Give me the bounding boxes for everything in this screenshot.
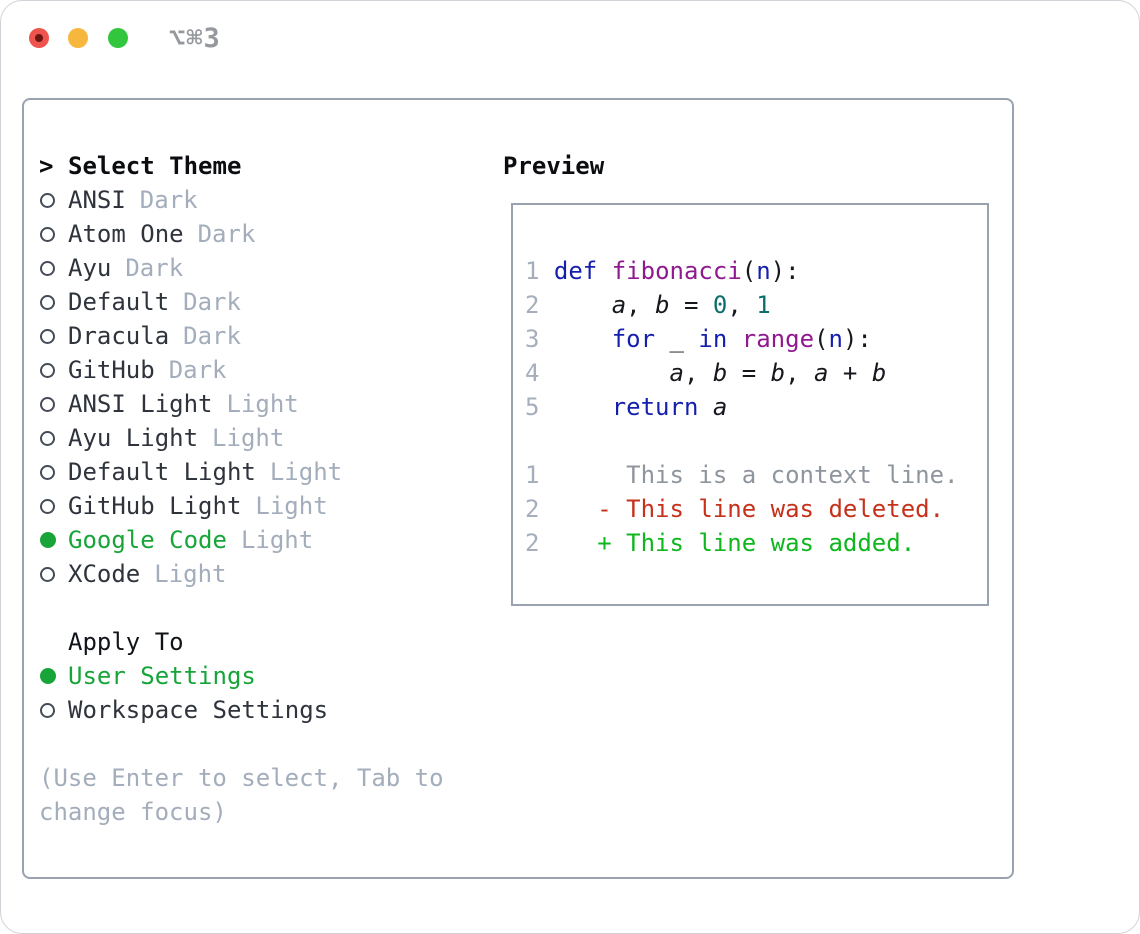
option-label: Ayu Light: [68, 424, 199, 452]
radio-icon: [39, 421, 68, 455]
radio-icon: [39, 217, 68, 251]
option-label: Atom One: [68, 220, 184, 248]
code-line: 5 return a: [525, 393, 728, 421]
option-variant-label: Dark: [125, 254, 184, 282]
apply-to-title: Apply To: [68, 628, 184, 656]
option-variant-label: Dark: [197, 220, 256, 248]
option-label: ANSI: [68, 186, 126, 214]
diff-line-added: 2 + This line was added.: [525, 529, 916, 557]
theme-option-ansi-light[interactable]: ANSI Light Light: [39, 387, 489, 421]
zoom-button[interactable]: [108, 28, 128, 48]
option-label: User Settings: [68, 662, 256, 690]
preview-title: Preview: [503, 152, 605, 180]
theme-option-atom-one[interactable]: Atom One Dark: [39, 217, 489, 251]
select-theme-title: Select Theme: [68, 152, 242, 180]
radio-icon: [39, 557, 68, 591]
radio-icon: [39, 319, 68, 353]
option-label: Default Light: [68, 458, 256, 486]
unsaved-dot-icon: [35, 34, 43, 42]
radio-icon: [39, 659, 68, 693]
theme-option-ansi[interactable]: ANSI Dark: [39, 183, 489, 217]
theme-option-default[interactable]: Default Dark: [39, 285, 489, 319]
option-variant-label: Light: [269, 458, 343, 486]
hint-line-2: change focus): [39, 798, 227, 826]
theme-option-github-light[interactable]: GitHub Light Light: [39, 489, 489, 523]
code-line: 1 def fibonacci(n):: [525, 257, 800, 285]
option-variant-label: Light: [226, 390, 299, 418]
theme-option-google-code[interactable]: Google Code Light: [39, 523, 489, 557]
theme-picker: > Select Theme ANSI Dark Atom One Dark A…: [39, 149, 489, 829]
theme-option-ayu-light[interactable]: Ayu Light Light: [39, 421, 489, 455]
select-theme-header-row: > Select Theme: [39, 149, 489, 183]
code-line: 4 a, b = b, a + b: [525, 359, 887, 387]
radio-icon: [39, 251, 68, 285]
apply-to-header-row: Apply To: [39, 625, 489, 659]
apply-option-workspace-settings[interactable]: Workspace Settings: [39, 693, 489, 727]
theme-list: ANSI Dark Atom One Dark Ayu Dark Default…: [39, 183, 489, 591]
theme-option-dracula[interactable]: Dracula Dark: [39, 319, 489, 353]
option-variant-label: Dark: [183, 288, 241, 316]
hint-line-1: (Use Enter to select, Tab to: [39, 764, 444, 792]
theme-option-xcode[interactable]: XCode Light: [39, 557, 489, 591]
theme-option-github[interactable]: GitHub Dark: [39, 353, 489, 387]
option-variant-label: Light: [240, 526, 314, 554]
option-label: GitHub: [68, 356, 155, 384]
radio-icon: [39, 489, 68, 523]
option-variant-label: Dark: [183, 322, 241, 350]
radio-icon: [39, 353, 68, 387]
main-panel: > Select Theme ANSI Dark Atom One Dark A…: [22, 98, 1014, 879]
radio-icon: [39, 693, 68, 727]
theme-option-default-light[interactable]: Default Light Light: [39, 455, 489, 489]
code-line: 3 for _ in range(n):: [525, 325, 872, 353]
option-label: GitHub Light: [68, 492, 242, 520]
radio-icon: [39, 183, 68, 217]
option-label: Google Code: [68, 526, 227, 554]
option-label: XCode: [68, 560, 141, 588]
code-line: 2 a, b = 0, 1: [525, 291, 771, 319]
blank-line: [525, 424, 987, 458]
diff-line-deleted: 2 - This line was deleted.: [525, 495, 945, 523]
titlebar: ⌥⌘3: [1, 1, 1139, 75]
option-variant-label: Dark: [168, 356, 227, 384]
option-variant-label: Light: [154, 560, 227, 588]
option-variant-label: Light: [212, 424, 285, 452]
option-label: Dracula: [68, 322, 170, 350]
option-label: ANSI Light: [68, 390, 213, 418]
preview-pane: 1 def fibonacci(n): 2 a, b = 0, 1 3 for _ …: [511, 203, 989, 606]
option-label: Workspace Settings: [68, 696, 329, 724]
apply-option-user-settings[interactable]: User Settings: [39, 659, 489, 693]
radio-icon: [39, 387, 68, 421]
minimize-button[interactable]: [68, 28, 88, 48]
radio-icon: [39, 455, 68, 489]
focus-cursor-icon: >: [39, 152, 54, 180]
window-title: ⌥⌘3: [169, 23, 221, 54]
radio-icon: [39, 285, 68, 319]
option-variant-label: Dark: [139, 186, 198, 214]
option-variant-label: Light: [255, 492, 328, 520]
diff-line-context: 1 This is a context line.: [525, 461, 959, 489]
option-label: Ayu: [68, 254, 112, 282]
close-button[interactable]: [29, 28, 49, 48]
theme-option-ayu[interactable]: Ayu Dark: [39, 251, 489, 285]
apply-to-list: User Settings Workspace Settings: [39, 659, 489, 727]
option-label: Default: [68, 288, 170, 316]
preview-code: 1 def fibonacci(n): 2 a, b = 0, 1 3 for _ …: [513, 205, 987, 560]
radio-icon: [39, 523, 68, 557]
